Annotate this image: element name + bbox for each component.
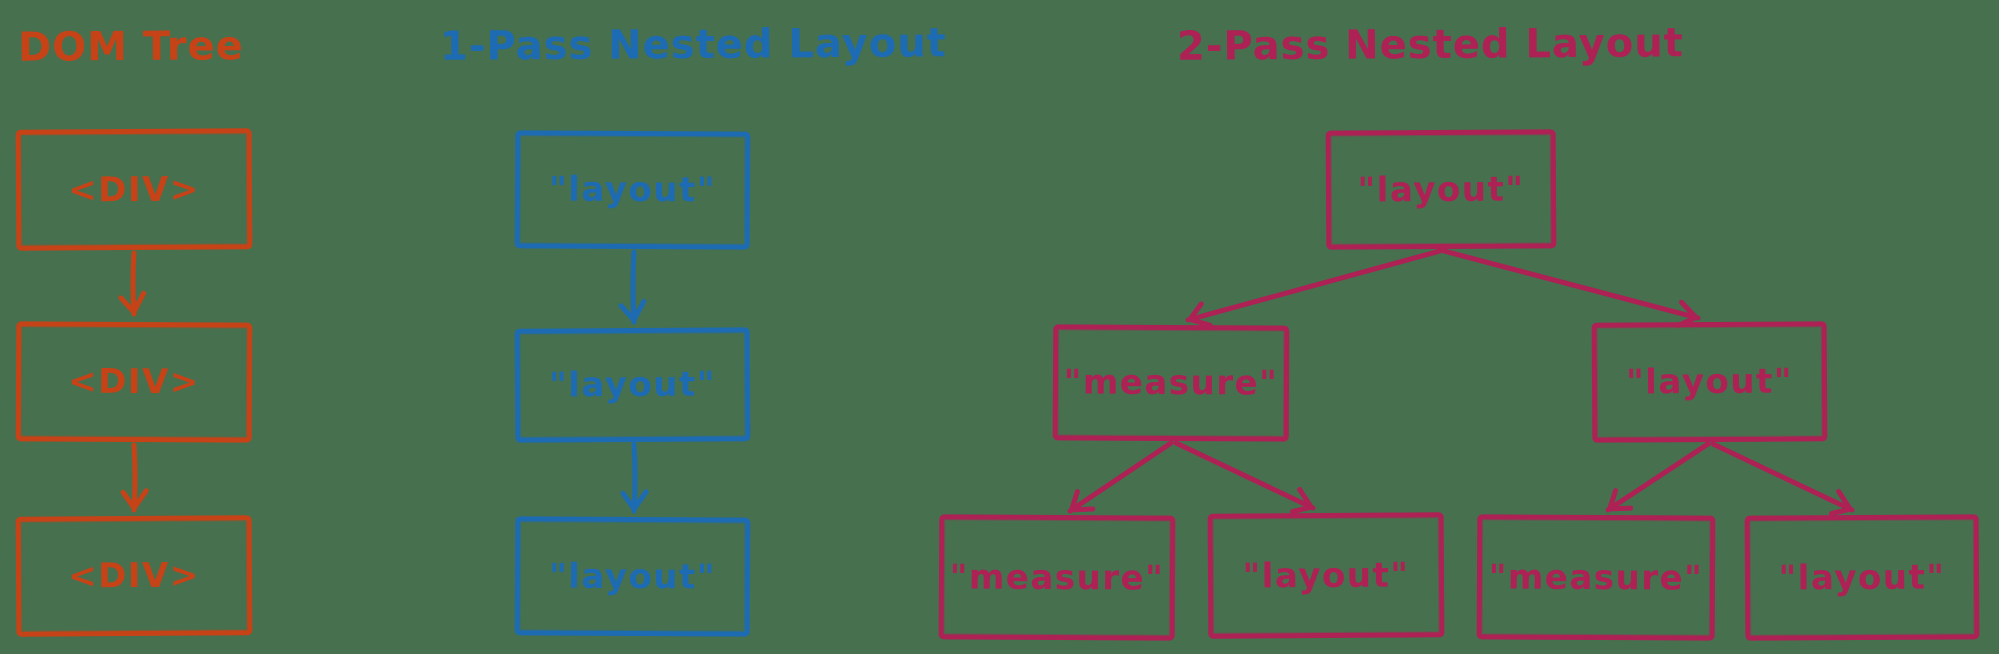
dom-tree-node-3-label: <DIV> <box>68 555 200 597</box>
one-pass-node-2-label: "layout" <box>548 364 717 406</box>
two-pass-grandchild-2-label: "layout" <box>1242 554 1410 597</box>
one-pass-node-1-label: "layout" <box>548 169 717 211</box>
dom-tree-node-2: <DIV> <box>15 321 253 443</box>
two-pass-child-node-1: "measure" <box>1052 324 1290 442</box>
arrow-one-pass-1-to-2 <box>618 249 647 325</box>
two-pass-child-node-2: "layout" <box>1591 321 1828 443</box>
two-pass-grandchild-node-4: "layout" <box>1744 514 1980 641</box>
dom-tree-node-1: <DIV> <box>15 128 253 251</box>
arrow-root-to-child-2 <box>1441 248 1701 328</box>
arrow-root-to-child-1 <box>1185 248 1443 328</box>
one-pass-node-1: "layout" <box>514 130 751 250</box>
two-pass-child-1-label: "measure" <box>1063 362 1279 404</box>
two-pass-grandchild-3-label: "measure" <box>1488 556 1704 599</box>
arrow-dom-2-to-3 <box>120 442 149 513</box>
two-pass-root-label: "layout" <box>1357 168 1525 211</box>
dom-tree-node-1-label: <DIV> <box>68 169 200 210</box>
arrow-child-1-to-grandchild-1 <box>1067 440 1174 514</box>
one-pass-node-3-label: "layout" <box>548 556 717 597</box>
arrow-dom-1-to-2 <box>118 250 147 317</box>
two-pass-grandchild-1-label: "measure" <box>949 556 1165 599</box>
two-pass-child-2-label: "layout" <box>1625 361 1794 403</box>
two-pass-grandchild-node-2: "layout" <box>1207 512 1445 639</box>
two-pass-grandchild-4-label: "layout" <box>1778 556 1946 599</box>
arrow-child-2-to-grandchild-4 <box>1710 441 1855 517</box>
dom-tree-node-2-label: <DIV> <box>68 361 200 403</box>
one-pass-title: 1-Pass Nested Layout <box>439 20 947 70</box>
two-pass-grandchild-node-3: "measure" <box>1476 514 1716 641</box>
arrow-child-1-to-grandchild-2 <box>1173 440 1316 515</box>
one-pass-node-2: "layout" <box>514 327 751 443</box>
two-pass-title: 2-Pass Nested Layout <box>1176 20 1684 70</box>
arrow-child-2-to-grandchild-3 <box>1605 441 1711 513</box>
dom-tree-title: DOM Tree <box>17 23 244 71</box>
dom-tree-node-3: <DIV> <box>15 515 253 637</box>
arrow-one-pass-2-to-3 <box>620 441 649 514</box>
two-pass-root-node: "layout" <box>1325 129 1557 250</box>
one-pass-node-3: "layout" <box>514 516 751 637</box>
two-pass-grandchild-node-1: "measure" <box>938 514 1176 641</box>
